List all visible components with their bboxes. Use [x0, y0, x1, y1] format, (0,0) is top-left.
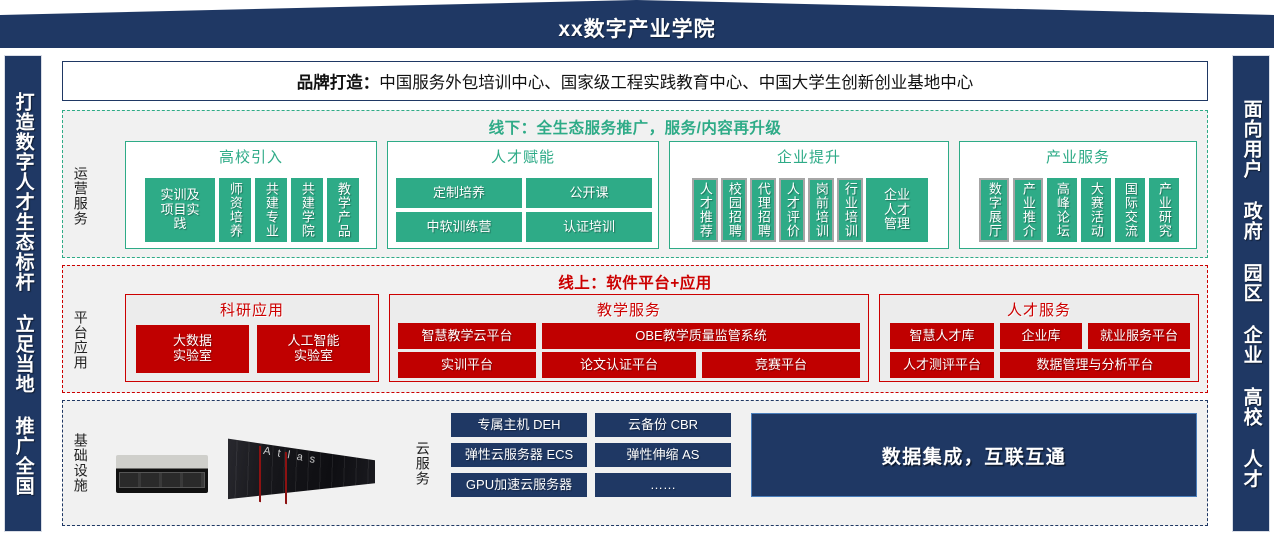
group-高校引入: 高校引入实训及 项目实 践师资培养共建专业共建学院教学产品 [125, 141, 377, 249]
chip-岗前培训[interactable]: 岗前培训 [808, 178, 834, 242]
online-title: 线上：软件平台+应用 [558, 275, 712, 292]
chip-公开课[interactable]: 公开课 [526, 178, 652, 208]
group-title-高校引入: 高校引入 [218, 149, 283, 166]
chip-论文认证平台[interactable]: 论文认证平台 [542, 352, 696, 378]
brand-box: 品牌打造：中国服务外包培训中心、国家级工程实践教育中心、中国大学生创新创业基地中… [62, 61, 1208, 101]
chip-中软训练营[interactable]: 中软训练营 [396, 212, 522, 242]
page-title: xx数字产业学院 [558, 18, 716, 41]
chip-数字展厅[interactable]: 数字展厅 [979, 178, 1009, 242]
chip-校园招聘[interactable]: 校园招聘 [721, 178, 747, 242]
group-title-教学服务: 教学服务 [596, 302, 661, 319]
chip-人工智能-实验室[interactable]: 人工智能 实验室 [257, 325, 370, 373]
cloud-chip-云备份-CBR[interactable]: 云备份 CBR [595, 413, 731, 437]
chip-实训及-项目实-践[interactable]: 实训及 项目实 践 [145, 178, 215, 242]
cloud-services-label: 云服务 [414, 440, 431, 486]
cloud-chip-专属主机-DEH[interactable]: 专属主机 DEH [451, 413, 587, 437]
infra-side-label: 基础设施 [72, 433, 89, 493]
chip-数据管理与分析平台[interactable]: 数据管理与分析平台 [1000, 352, 1190, 378]
chip-教学产品[interactable]: 教学产品 [327, 178, 359, 242]
right-pillar-label: 面向用户 政府 园区 企业 高校 人才 [1240, 98, 1262, 489]
chip-认证培训[interactable]: 认证培训 [526, 212, 652, 242]
cloud-chip-GPU加速云服务器[interactable]: GPU加速云服务器 [451, 473, 587, 497]
left-pillar: 打造数字人才生态标杆 立足当地 推广全国 [4, 55, 42, 532]
online-side-label: 平台应用 [72, 310, 89, 370]
chip-定制培养[interactable]: 定制培养 [396, 178, 522, 208]
chip-智慧人才库[interactable]: 智慧人才库 [890, 323, 994, 349]
chip-人才推荐[interactable]: 人才推荐 [692, 178, 718, 242]
server-led-icon [198, 479, 204, 488]
brand-body: 中国服务外包培训中心、国家级工程实践教育中心、中国大学生创新创业基地中心 [379, 74, 974, 92]
group-title-人才服务: 人才服务 [1006, 302, 1071, 319]
offline-title: 线下：全生态服务推广，服务/内容再升级 [488, 120, 782, 137]
chip-智慧教学云平台[interactable]: 智慧教学云平台 [398, 323, 536, 349]
cloud-chip-弹性云服务器-ECS[interactable]: 弹性云服务器 ECS [451, 443, 587, 467]
online-band: 线上：软件平台+应用 平台应用 科研应用大数据 实验室人工智能 实验室教学服务智… [62, 265, 1208, 393]
brand-label: 品牌打造：中国服务外包培训中心、国家级工程实践教育中心、中国大学生创新创业基地中… [297, 69, 974, 93]
atlas-stripes [228, 438, 375, 500]
chip-人才评价[interactable]: 人才评价 [779, 178, 805, 242]
chip-企业-人才-管理[interactable]: 企业 人才 管理 [866, 178, 928, 242]
chip-竞赛平台[interactable]: 竞赛平台 [702, 352, 860, 378]
group-产业服务: 产业服务数字展厅产业推介高峰论坛大赛活动国际交流产业研究 [959, 141, 1197, 249]
data-integration-banner: 数据集成，互联互通 [751, 413, 1197, 497]
chip-大赛活动[interactable]: 大赛活动 [1081, 178, 1111, 242]
chip-共建学院[interactable]: 共建学院 [291, 178, 323, 242]
group-title-企业提升: 企业提升 [776, 149, 841, 166]
chip-产业研究[interactable]: 产业研究 [1149, 178, 1179, 242]
chip-企业库[interactable]: 企业库 [1000, 323, 1082, 349]
chip-实训平台[interactable]: 实训平台 [398, 352, 536, 378]
offline-band: 线下：全生态服务推广，服务/内容再升级 运营服务 高校引入实训及 项目实 践师资… [62, 110, 1208, 258]
chip-高峰论坛[interactable]: 高峰论坛 [1047, 178, 1077, 242]
group-人才服务: 人才服务智慧人才库企业库就业服务平台人才测评平台数据管理与分析平台 [879, 294, 1199, 382]
chip-代理招聘[interactable]: 代理招聘 [750, 178, 776, 242]
chip-就业服务平台[interactable]: 就业服务平台 [1088, 323, 1190, 349]
group-人才赋能: 人才赋能定制培养公开课中软训练营认证培训 [387, 141, 659, 249]
left-pillar-label: 打造数字人才生态标杆 立足当地 推广全国 [12, 91, 34, 496]
atlas-cluster-image: Atlas [225, 430, 375, 505]
group-title-人才赋能: 人才赋能 [490, 149, 555, 166]
offline-side-label: 运营服务 [72, 166, 89, 226]
chip-人才测评平台[interactable]: 人才测评平台 [890, 352, 994, 378]
atlas-accent-1 [259, 445, 261, 503]
rack-server-image [116, 455, 208, 493]
chip-师资培养[interactable]: 师资培养 [219, 178, 251, 242]
chip-共建专业[interactable]: 共建专业 [255, 178, 287, 242]
cloud-chip-弹性伸缩-AS[interactable]: 弹性伸缩 AS [595, 443, 731, 467]
chip-OBE教学质量监管系统[interactable]: OBE教学质量监管系统 [542, 323, 860, 349]
right-pillar: 面向用户 政府 园区 企业 高校 人才 [1232, 55, 1270, 532]
chip-产业推介[interactable]: 产业推介 [1013, 178, 1043, 242]
chip-行业培训[interactable]: 行业培训 [837, 178, 863, 242]
chip-大数据-实验室[interactable]: 大数据 实验室 [136, 325, 249, 373]
cloud-chip--[interactable]: …… [595, 473, 731, 497]
chip-国际交流[interactable]: 国际交流 [1115, 178, 1145, 242]
group-title-科研应用: 科研应用 [219, 302, 284, 319]
group-科研应用: 科研应用大数据 实验室人工智能 实验室 [125, 294, 379, 382]
group-企业提升: 企业提升人才推荐校园招聘代理招聘人才评价岗前培训行业培训企业 人才 管理 [669, 141, 949, 249]
brand-prefix: 品牌打造： [296, 74, 380, 92]
group-title-产业服务: 产业服务 [1045, 149, 1110, 166]
